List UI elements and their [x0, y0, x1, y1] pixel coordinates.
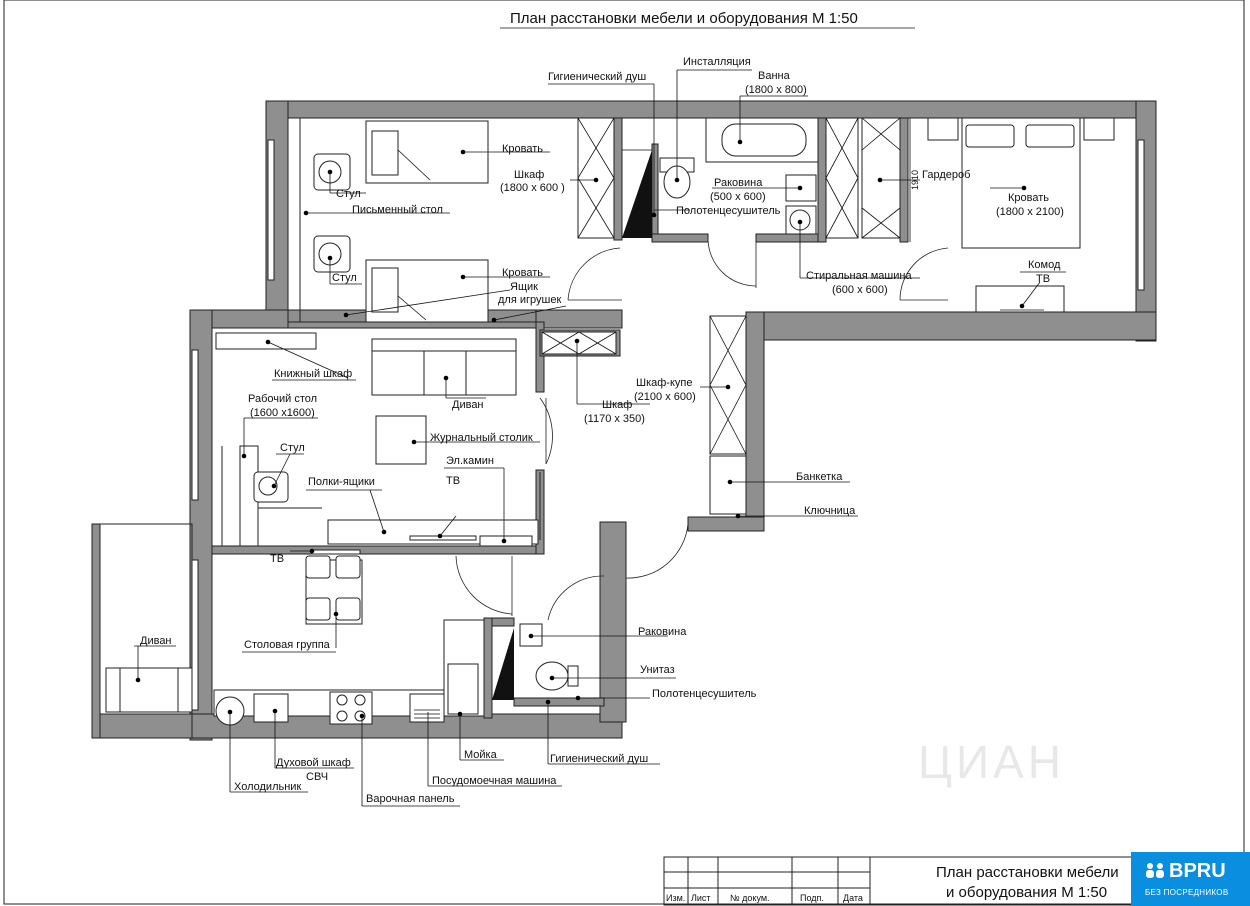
label-washer-size: (600 х 600): [832, 284, 888, 296]
living-room: [215, 331, 650, 547]
wc: [492, 575, 676, 764]
label-toilet: Унитаз: [640, 664, 675, 676]
master-bedroom: 1910: [825, 117, 1115, 313]
label-toybox1: Ящик: [510, 281, 538, 293]
label-chair3: Стул: [280, 442, 305, 454]
label-sink1: Раковина: [714, 177, 763, 189]
label-washbasin: Мойка: [464, 749, 498, 761]
label-hygienic-shower2: Гигиенический душ: [550, 753, 648, 765]
stamp-col-izm: Изм.: [666, 893, 685, 903]
label-towel2: Полотенцесушитель: [652, 688, 757, 700]
label-dressing: Гардероб: [922, 169, 970, 181]
label-chair1: Стул: [336, 188, 361, 200]
label-dining: Столовая группа: [244, 639, 331, 651]
label-cabinet-size: (1170 х 350): [584, 413, 645, 425]
label-bath: Ванна: [758, 70, 791, 82]
watermark-text: ЦИАН: [918, 736, 1065, 788]
label-shelves: Полки-ящики: [308, 476, 375, 488]
sheet-frame: [3, 0, 1245, 905]
label-coffee-table: Журнальный столик: [430, 432, 533, 444]
label-keys: Ключница: [804, 505, 856, 517]
bedroom-children: [299, 117, 622, 323]
label-sink1-size: (500 х 600): [710, 191, 766, 203]
stamp-col-doc: № докум.: [730, 893, 770, 903]
label-fireplace: Эл.камин: [446, 455, 494, 467]
title-block: Изм. Лист № докум. Подп. Дата План расст…: [663, 856, 1250, 906]
label-washer: Стиральная машина: [806, 270, 912, 282]
label-workdesk-size: (1600 х1600): [250, 407, 315, 419]
stamp-title-line1: План расстановки мебели: [936, 864, 1119, 881]
label-dresser: Комод: [1028, 259, 1061, 271]
stamp-col-list: Лист: [691, 893, 711, 903]
label-bed2: Кровать: [502, 267, 543, 279]
labels: Кровать Шкаф (1800 х 600 ) Стул Письменн…: [134, 56, 1066, 807]
dim-1910: 1910: [910, 170, 920, 190]
label-sliding: Шкаф-купе: [636, 377, 692, 389]
badge-subtitle: БЕЗ ПОСРЕДНИКОВ: [1145, 888, 1229, 897]
label-sink2: Раковина: [638, 626, 687, 638]
label-bed1: Кровать: [502, 143, 543, 155]
label-toybox2: для игрушек: [498, 294, 561, 306]
label-desk: Письменный стол: [352, 204, 443, 216]
label-bookcase: Книжный шкаф: [274, 368, 352, 380]
label-sofa2: Диван: [140, 635, 172, 647]
label-towel1: Полотенцесушитель: [676, 205, 781, 217]
label-bench: Банкетка: [796, 471, 843, 483]
plan-title: План расстановки мебели и оборудования М…: [510, 10, 858, 27]
stamp-title-line2: и оборудования М 1:50: [946, 884, 1107, 901]
label-tv2: ТВ: [446, 475, 460, 487]
label-workdesk: Рабочий стол: [248, 393, 317, 405]
label-wardrobe1-size: (1800 х 600 ): [500, 182, 565, 194]
label-bed3-size: (1800 х 2100): [996, 206, 1064, 218]
label-hob: Варочная панель: [366, 793, 455, 805]
bathroom: [622, 70, 920, 288]
windows: [191, 139, 1145, 711]
label-sofa1: Диван: [452, 399, 484, 411]
badge-logo: BPRU: [1169, 860, 1226, 882]
label-installation: Инсталляция: [683, 56, 751, 68]
stamp-col-sign: Подп.: [800, 893, 824, 903]
label-sliding-size: (2100 х 600): [634, 391, 696, 403]
label-chair2: Стул: [332, 272, 357, 284]
label-tv3: ТВ: [270, 553, 284, 565]
label-microwave: СВЧ: [306, 771, 328, 783]
corridor: [625, 315, 858, 580]
label-oven: Духовой шкаф: [276, 757, 351, 769]
label-cabinet: Шкаф: [602, 399, 632, 411]
label-bed3: Кровать: [1008, 192, 1049, 204]
walls: [91, 100, 1157, 741]
label-hygienic-shower1: Гигиенический душ: [548, 71, 646, 83]
label-fridge: Холодильник: [234, 781, 301, 793]
stamp-col-date: Дата: [843, 893, 863, 903]
people-icon: [1146, 863, 1164, 878]
label-tv1: ТВ: [1036, 273, 1050, 285]
label-dishwasher: Посудомоечная машина: [432, 775, 557, 787]
label-bath-size: (1800 х 800): [745, 84, 807, 96]
label-wardrobe1: Шкаф: [514, 169, 544, 181]
bpru-badge[interactable]: BPRU БЕЗ ПОСРЕДНИКОВ: [1131, 852, 1250, 906]
kitchen: [105, 548, 513, 806]
